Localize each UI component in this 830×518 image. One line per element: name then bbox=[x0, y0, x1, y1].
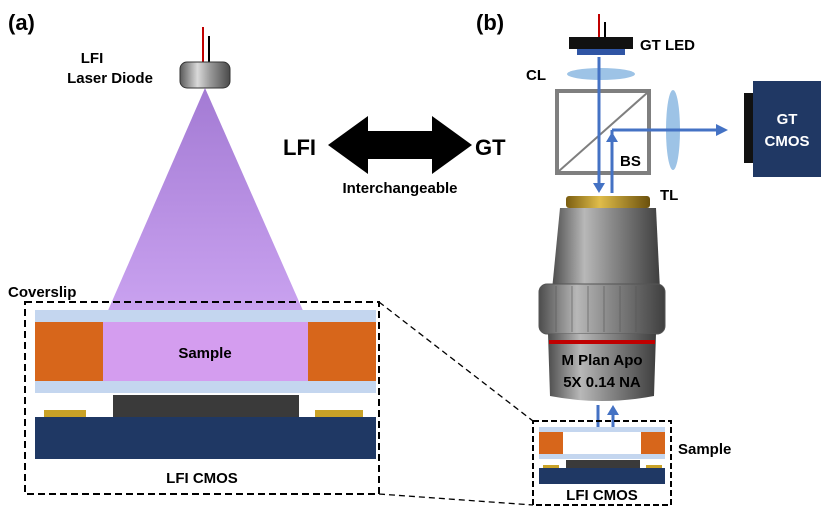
b-bottom-coverslip bbox=[539, 454, 665, 459]
sensor-label: LFI CMOS bbox=[166, 470, 238, 487]
objective-lower-body bbox=[548, 334, 656, 401]
camera-mount bbox=[744, 93, 754, 163]
bottom-coverslip bbox=[35, 381, 376, 393]
connector-bottom bbox=[378, 493, 534, 506]
bond-pad-right bbox=[315, 410, 363, 417]
coverslip-label: Coverslip bbox=[8, 284, 76, 301]
return-arrowhead bbox=[606, 132, 618, 142]
switch-right-label: GT bbox=[475, 135, 506, 160]
objective-upper-body bbox=[552, 208, 660, 290]
camera-label-line1: GT bbox=[777, 111, 798, 128]
gt-led-icon bbox=[569, 37, 633, 49]
laser-diode-icon bbox=[179, 61, 231, 89]
interchangeable-arrow-icon bbox=[328, 116, 472, 174]
sensor-chip bbox=[113, 395, 299, 417]
bond-pad-left bbox=[44, 410, 86, 417]
sample-label: Sample bbox=[178, 345, 231, 362]
b-sensor-label: LFI CMOS bbox=[566, 487, 638, 504]
illumination-arrowhead bbox=[593, 183, 605, 193]
tl-label: TL bbox=[660, 187, 678, 204]
objective-color-ring bbox=[549, 340, 655, 344]
bs-label: BS bbox=[620, 153, 641, 170]
laser-label-line1: LFI bbox=[81, 50, 104, 67]
switch-caption: Interchangeable bbox=[342, 180, 457, 197]
camera-label-line2: CMOS bbox=[765, 133, 810, 150]
imaging-arrowhead bbox=[716, 124, 728, 136]
sample-illumination bbox=[103, 322, 308, 381]
objective-grip-ridges bbox=[555, 286, 651, 332]
gt-camera-icon bbox=[753, 81, 821, 177]
laser-label-line2: Laser Diode bbox=[67, 70, 153, 87]
panel-a-tag: (a) bbox=[8, 10, 35, 35]
b-spacer-left bbox=[539, 432, 563, 454]
sample-up-arrowhead bbox=[607, 405, 619, 415]
panel-b-tag: (b) bbox=[476, 10, 504, 35]
laser-light-cone bbox=[103, 88, 308, 322]
b-sample-label: Sample bbox=[678, 441, 731, 458]
objective-label-line1: M Plan Apo bbox=[561, 352, 642, 369]
sample-inset-box-b bbox=[532, 420, 672, 506]
b-top-coverslip bbox=[539, 427, 665, 432]
sample-chamber bbox=[103, 322, 308, 381]
gt-led-label: GT LED bbox=[640, 37, 695, 54]
b-sample-chamber bbox=[563, 432, 641, 454]
cl-label: CL bbox=[526, 67, 546, 84]
b-bond-pad-left bbox=[543, 465, 559, 468]
gt-led-window bbox=[577, 49, 625, 55]
b-sensor-board bbox=[539, 468, 665, 484]
objective-thread bbox=[566, 196, 650, 208]
connector-top bbox=[378, 301, 534, 422]
beam-splitter-diagonal bbox=[558, 92, 648, 172]
switch-left-label: LFI bbox=[283, 135, 316, 160]
objective-label-line2: 5X 0.14 NA bbox=[563, 374, 641, 391]
spacer-right bbox=[308, 322, 376, 381]
objective-grip-ring bbox=[538, 283, 666, 335]
b-sensor-chip bbox=[566, 460, 640, 468]
condenser-lens bbox=[567, 68, 635, 80]
top-coverslip bbox=[35, 310, 376, 322]
spacer-left bbox=[35, 322, 103, 381]
sample-inset-box bbox=[24, 301, 380, 495]
sensor-board bbox=[35, 417, 376, 459]
b-spacer-right bbox=[641, 432, 665, 454]
b-bond-pad-right bbox=[646, 465, 662, 468]
